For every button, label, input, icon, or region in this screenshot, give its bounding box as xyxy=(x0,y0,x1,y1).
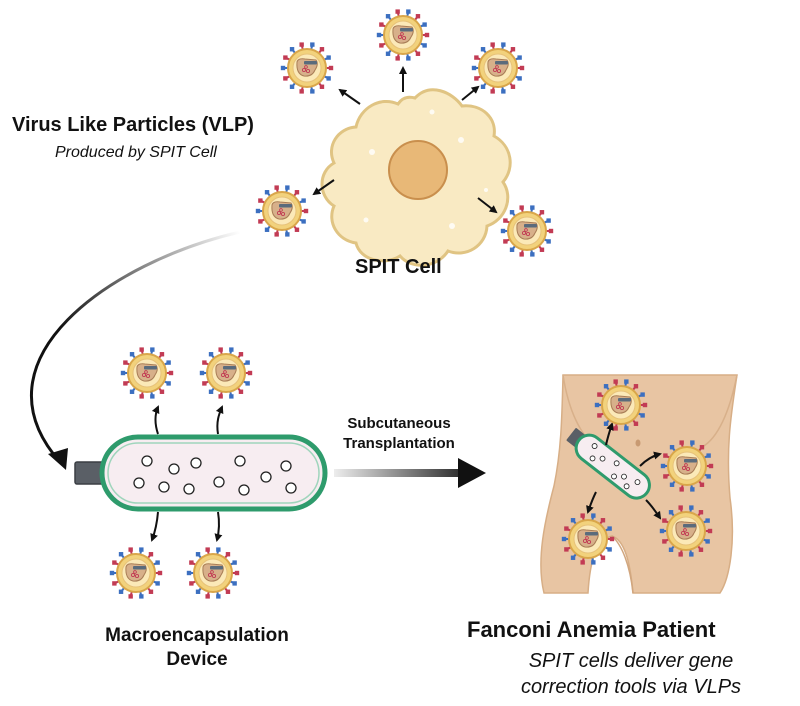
spit-cell-label: SPIT Cell xyxy=(355,256,442,278)
vlp-subtitle: Produced by SPIT Cell xyxy=(55,144,217,161)
patient-description: SPIT cells deliver gene correction tools… xyxy=(470,648,792,700)
patient-title: Fanconi Anemia Patient xyxy=(467,617,716,642)
transplant-line-1: Subcutaneous xyxy=(347,415,451,432)
transplant-label: Subcutaneous Transplantation xyxy=(334,414,464,454)
vlp-icon xyxy=(108,546,164,600)
cell-release-arrows xyxy=(312,66,498,214)
device-line-1: Macroencapsulation xyxy=(105,625,289,646)
vlp-icon xyxy=(119,346,175,400)
arrow-icon xyxy=(458,458,486,488)
spit-cell-icon xyxy=(320,88,512,267)
device-release-arrows xyxy=(150,405,224,542)
device-label: Macroencapsulation Device xyxy=(52,624,342,672)
curved-arrow xyxy=(30,230,241,463)
vlp-title: Virus Like Particles (VLP) xyxy=(12,114,254,136)
device-line-2: Device xyxy=(166,649,228,670)
transplant-line-2: Transplantation xyxy=(343,435,455,452)
vlp-icon xyxy=(279,41,335,95)
vlp-icon xyxy=(375,8,431,62)
patient-line-1: SPIT cells deliver gene xyxy=(528,650,734,672)
patient-line-2: correction tools via VLPs xyxy=(520,676,742,698)
vlp-icon xyxy=(198,346,254,400)
nucleus xyxy=(388,140,448,200)
transplant-arrow xyxy=(334,469,464,477)
vlp-icon xyxy=(499,204,555,258)
macroencapsulation-device-icon xyxy=(74,434,328,512)
vlp-icon xyxy=(470,41,526,95)
patient-release-arrows xyxy=(586,422,662,520)
vlp-icon xyxy=(185,546,241,600)
vlp-icon xyxy=(254,184,310,238)
arrow-icon xyxy=(48,448,68,470)
